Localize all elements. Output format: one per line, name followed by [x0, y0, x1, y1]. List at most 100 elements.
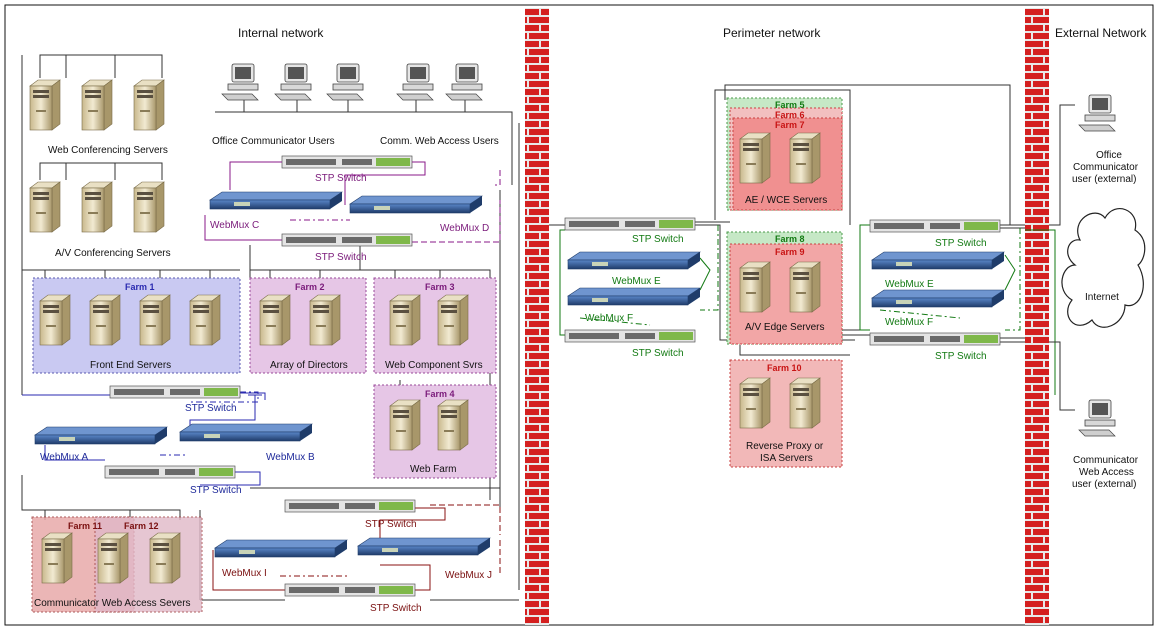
av-conf-server-1 — [29, 181, 61, 233]
farm-9-label: Farm 9 — [775, 247, 805, 257]
office-user-pc-2 — [274, 63, 312, 101]
internet-label: Internet — [1085, 292, 1119, 303]
office-ext-label-3: user (external) — [1072, 174, 1136, 185]
office-user-pc-3 — [326, 63, 364, 101]
web-comp-server-2 — [437, 294, 469, 346]
office-ext-label-1: Office — [1096, 150, 1122, 161]
webmux-f-left — [567, 287, 701, 306]
farm-6-label: Farm 6 — [775, 110, 805, 120]
farm-11-label: Farm 11 — [68, 521, 102, 531]
cwa-ext-label-3: user (external) — [1072, 479, 1136, 490]
web-farm-server-1 — [389, 399, 421, 451]
farm-8-label: Farm 8 — [775, 234, 805, 244]
farm-3-label: Farm 3 — [425, 282, 455, 292]
stp-switch-ab-bottom-label: STP Switch — [190, 485, 242, 496]
green-links — [559, 224, 1056, 395]
av-conf-server-2 — [81, 181, 113, 233]
farm-4-label: Farm 4 — [425, 389, 455, 399]
stp-switch-ab-bottom — [104, 465, 236, 479]
web-comp-server-1 — [389, 294, 421, 346]
stp-switch-ab-top-label: STP Switch — [185, 403, 237, 414]
webmux-b-label: WebMux B — [266, 452, 315, 463]
av-edge-label: A/V Edge Servers — [745, 322, 824, 333]
webmux-i-label: WebMux I — [222, 568, 267, 579]
webmux-a-label: WebMux A — [40, 452, 88, 463]
stp-switch-cd-top — [281, 155, 413, 169]
webmux-e-left — [567, 251, 701, 270]
farm-12-label: Farm 12 — [124, 521, 159, 531]
reverse-proxy-server-1 — [739, 377, 771, 429]
diagram-border — [4, 4, 1154, 626]
front-end-server-2 — [89, 294, 121, 346]
cwa-servers-label: Communicator Web Access Severs — [34, 598, 191, 609]
firewall-external — [1025, 8, 1049, 625]
cwa-server-3 — [149, 532, 181, 584]
stp-switch-ef-left-top — [564, 217, 696, 231]
av-conf-label: A/V Conferencing Servers — [55, 248, 171, 259]
webmux-e-right-label: WebMux E — [885, 279, 934, 290]
av-edge-server-2 — [789, 261, 821, 313]
web-comp-label: Web Component Svrs — [385, 360, 483, 371]
office-ext-label-2: Communicator — [1073, 162, 1139, 173]
stp-switch-ij-top — [284, 499, 416, 513]
reverse-proxy-label-1: Reverse Proxy or — [746, 441, 824, 452]
stp-switch-ef-right-bottom-label: STP Switch — [935, 351, 987, 362]
stp-switch-ef-right-bottom — [869, 332, 1001, 346]
stp-switch-ef-left-top-label: STP Switch — [632, 234, 684, 245]
av-conf-server-3 — [133, 181, 165, 233]
maroon-links — [212, 504, 501, 591]
ae-wce-server-1 — [739, 132, 771, 184]
stp-switch-ij-top-label: STP Switch — [365, 519, 417, 530]
webmux-j-label: WebMux J — [445, 570, 492, 581]
internet-cloud — [1061, 208, 1146, 328]
farm-2-label: Farm 2 — [295, 282, 325, 292]
office-user-pc-1 — [221, 63, 259, 101]
web-conf-label: Web Conferencing Servers — [48, 145, 168, 156]
directors-label: Array of Directors — [270, 360, 348, 371]
region-perimeter-label: Perimeter network — [723, 26, 821, 40]
web-conf-server-1 — [29, 79, 61, 131]
purple-links — [204, 161, 501, 243]
cwa-user-pc-1 — [396, 63, 434, 101]
webmux-i — [214, 539, 348, 558]
webmux-c-label: WebMux C — [210, 220, 259, 231]
director-server-1 — [259, 294, 291, 346]
stp-switch-cd-top-label: STP Switch — [315, 173, 367, 184]
webmux-j — [357, 537, 491, 556]
office-users-label: Office Communicator Users — [212, 136, 335, 147]
region-external-label: External Network — [1055, 26, 1147, 40]
webmux-c — [209, 191, 343, 210]
cwa-users-label: Comm. Web Access Users — [380, 136, 499, 147]
webmux-b — [179, 423, 313, 442]
reverse-proxy-server-2 — [789, 377, 821, 429]
farm-7-label: Farm 7 — [775, 120, 805, 130]
reverse-proxy-label-2: ISA Servers — [760, 453, 813, 464]
front-end-server-1 — [39, 294, 71, 346]
ae-wce-server-2 — [789, 132, 821, 184]
webmux-e-right — [871, 251, 1005, 270]
front-end-server-3 — [139, 294, 171, 346]
stp-switch-ef-left-bottom-label: STP Switch — [632, 348, 684, 359]
cwa-user-pc-2 — [445, 63, 483, 101]
webmux-f-right — [871, 289, 1005, 308]
stp-switch-cd-bottom — [281, 233, 413, 247]
webmux-d — [349, 195, 483, 214]
stp-switch-ef-right-top — [869, 219, 1001, 233]
web-farm-server-2 — [437, 399, 469, 451]
av-edge-server-1 — [739, 261, 771, 313]
cwa-server-1 — [41, 532, 73, 584]
cwa-ext-label-1: Communicator — [1073, 455, 1139, 466]
stp-switch-ij-bottom — [284, 583, 416, 597]
farm-1-label: Farm 1 — [125, 282, 155, 292]
stp-switch-ij-bottom-label: STP Switch — [370, 603, 422, 614]
web-conf-server-2 — [81, 79, 113, 131]
stp-switch-cd-bottom-label: STP Switch — [315, 252, 367, 263]
firewall-internal — [525, 8, 549, 625]
cwa-external-pc — [1078, 399, 1116, 437]
webmux-f-left-label: WebMux F — [585, 313, 633, 324]
cwa-ext-label-2: Web Access — [1079, 467, 1134, 478]
ae-wce-label: AE / WCE Servers — [745, 195, 827, 206]
stp-switch-ab-top — [109, 385, 241, 399]
